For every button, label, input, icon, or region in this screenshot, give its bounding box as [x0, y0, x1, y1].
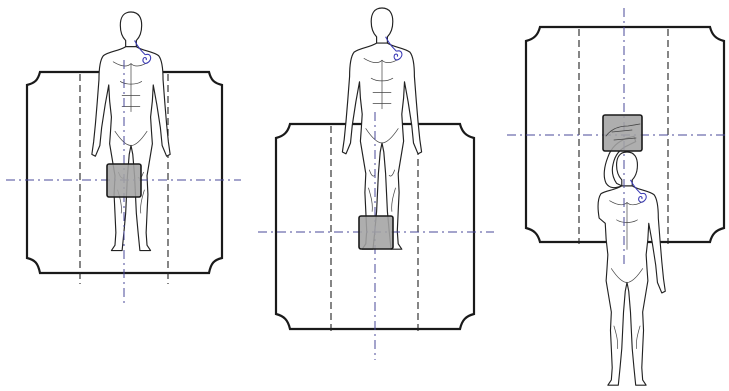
panel-3	[507, 8, 729, 386]
detector-plate	[358, 215, 394, 250]
hand-outline	[605, 123, 641, 141]
detector-plate	[106, 163, 142, 198]
panel-2	[258, 7, 494, 360]
panel-1	[6, 11, 241, 306]
detector-plate	[602, 114, 643, 152]
